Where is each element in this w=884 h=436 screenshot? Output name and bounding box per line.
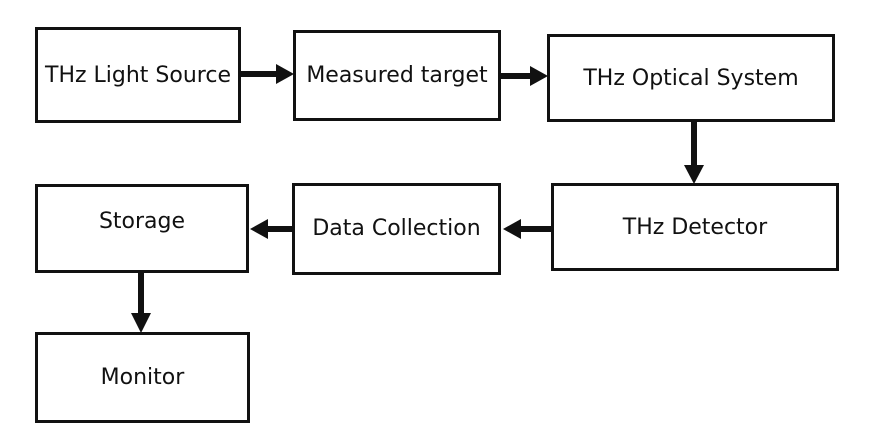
node-thz-detector: THz Detector [551,183,839,271]
node-label: Measured target [306,63,488,88]
node-label: THz Detector [622,214,768,240]
node-monitor: Monitor [35,332,250,423]
node-thz-light-source: THz Light Source [35,27,241,123]
arrow-measured-target-to-optical-system [501,66,548,86]
node-thz-optical-system: THz Optical System [547,34,835,122]
node-measured-target: Measured target [293,30,501,121]
node-label: Data Collection [312,215,481,241]
arrow-data-collection-to-storage [250,219,292,239]
node-label: THz Optical System [583,65,799,91]
node-label: THz Light Source [45,62,231,88]
arrow-optical-system-to-detector [684,122,704,184]
node-data-collection: Data Collection [292,183,501,275]
node-label: Storage [98,209,186,234]
arrow-detector-to-data-collection [503,219,551,239]
node-label: Monitor [100,365,185,390]
arrow-storage-to-monitor [131,273,151,333]
node-storage: Storage [35,184,249,273]
arrow-light-source-to-measured-target [241,64,294,84]
